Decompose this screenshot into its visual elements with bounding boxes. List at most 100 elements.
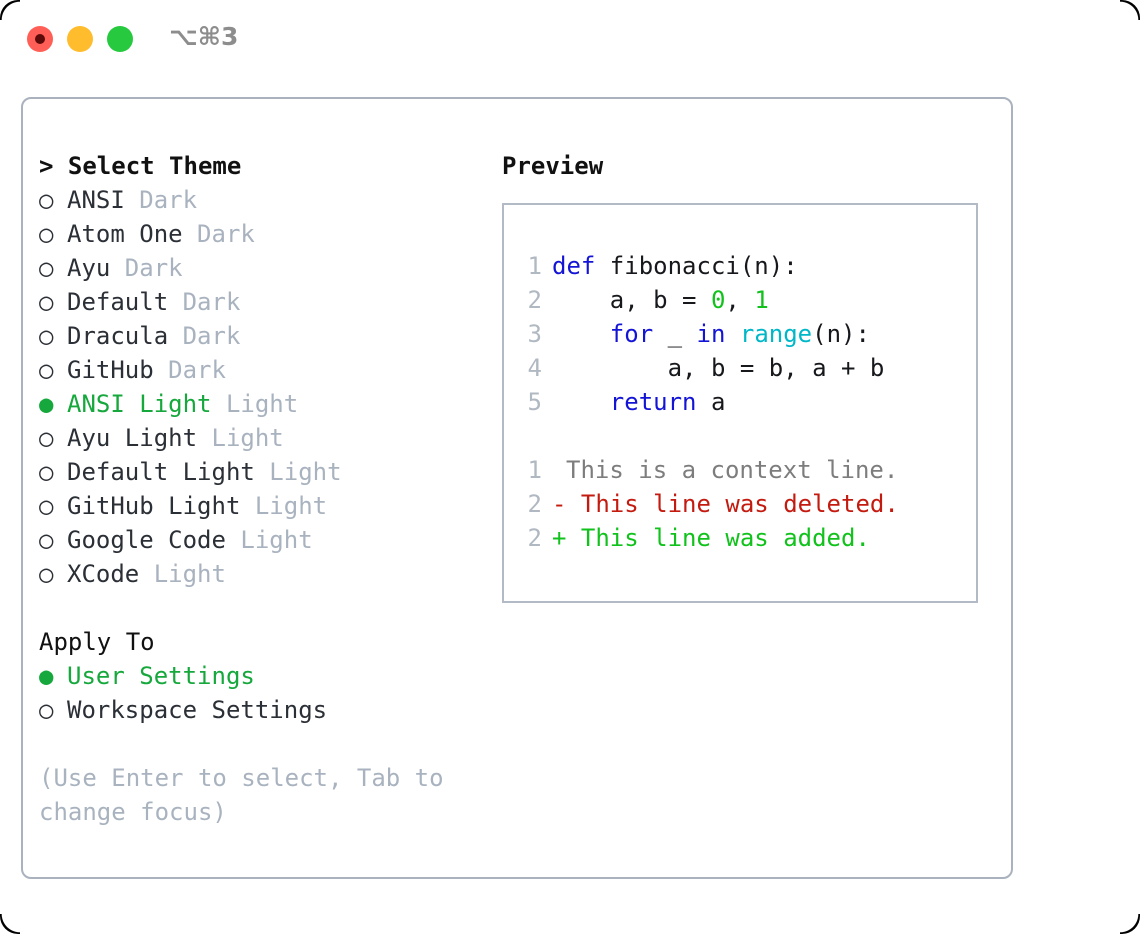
theme-item-label: ANSI Light <box>67 390 212 418</box>
code-token: (n): <box>812 320 870 348</box>
line-number: 1 <box>527 456 542 484</box>
radio-unselected-icon: ○ <box>39 560 54 588</box>
line-number: 4 <box>527 354 542 382</box>
code-token: _ <box>653 320 697 348</box>
theme-item-variant: Dark <box>124 186 198 214</box>
code-line: 5 return a <box>512 385 899 419</box>
code-line <box>512 419 899 453</box>
code-token: This line was deleted. <box>580 490 899 518</box>
preview-title: Preview <box>502 152 604 180</box>
theme-item-variant: Light <box>240 492 328 520</box>
radio-unselected-icon: ○ <box>39 492 54 520</box>
apply-to-item-label: Workspace Settings <box>67 696 328 724</box>
keyboard-shortcut-label: ⌥⌘3 <box>169 22 239 51</box>
theme-item[interactable]: ●ANSI Light Light <box>39 387 489 421</box>
select-theme-header: > Select Theme <box>39 152 242 180</box>
theme-item-label: Default Light <box>67 458 255 486</box>
theme-item-variant: Dark <box>168 288 241 316</box>
window-titlebar: ⌥⌘3 <box>0 0 1140 80</box>
apply-to-item-label: User Settings <box>67 662 255 690</box>
line-number: 1 <box>527 252 542 280</box>
radio-unselected-icon: ○ <box>39 254 54 282</box>
code-line: 3 for _ in range(n): <box>512 317 899 351</box>
radio-unselected-icon: ○ <box>39 186 54 214</box>
apply-to-list: ● User Settings ○ Workspace Settings <box>39 659 489 727</box>
theme-item-label: Dracula <box>67 322 169 350</box>
apply-to-section: Apply To ● User Settings ○ Workspace Settin… <box>39 625 489 727</box>
theme-item-variant: Dark <box>168 322 241 350</box>
code-token <box>552 453 566 487</box>
line-number: 2 <box>527 286 542 314</box>
code-token <box>725 320 739 348</box>
corner-mask-bottom-left <box>0 914 20 934</box>
radio-selected-icon: ● <box>39 662 54 690</box>
code-line: 1 This is a context line. <box>512 453 899 487</box>
corner-mask-bottom-right <box>1120 914 1140 934</box>
apply-to-item[interactable]: ● User Settings <box>39 659 489 693</box>
code-token: , <box>725 286 755 314</box>
theme-item[interactable]: ○ Atom One Dark <box>39 217 489 251</box>
theme-item-label: ANSI <box>67 186 125 214</box>
code-token: a, b = b, a + b <box>552 354 885 382</box>
theme-item-label: Ayu Light <box>67 424 198 452</box>
theme-item-label: Atom One <box>67 220 183 248</box>
theme-item[interactable]: ○ GitHub Light Light <box>39 489 489 523</box>
close-inner-dot <box>35 34 45 44</box>
code-token: This is a context line. <box>566 456 899 484</box>
code-token: a <box>696 388 726 416</box>
code-line: 4 a, b = b, a + b <box>512 351 899 385</box>
main-panel: > Select Theme ○ANSI Dark○Atom One Dark○… <box>21 97 1013 879</box>
code-token: 1 <box>754 286 769 314</box>
radio-unselected-icon: ○ <box>39 458 54 486</box>
theme-item[interactable]: ○ Dracula Dark <box>39 319 489 353</box>
theme-list: ○ANSI Dark○Atom One Dark○Ayu Dark○Defaul… <box>39 183 489 591</box>
window-maximize-button[interactable] <box>107 26 133 52</box>
radio-unselected-icon: ○ <box>39 356 54 384</box>
keyboard-hint-text: (Use Enter to select, Tab to change focu… <box>39 764 459 826</box>
code-token: a, b = <box>552 286 711 314</box>
theme-item[interactable]: ○Default Dark <box>39 285 489 319</box>
window-minimize-button[interactable] <box>67 26 93 52</box>
code-token: This line was added. <box>580 524 870 552</box>
window-close-button[interactable] <box>27 26 53 52</box>
code-line: 2 a, b = 0, 1 <box>512 283 899 317</box>
code-token: - <box>552 490 581 518</box>
code-token: def <box>552 252 596 280</box>
line-number: 2 <box>527 524 542 552</box>
theme-item[interactable]: ○ Default Light Light <box>39 455 489 489</box>
theme-item[interactable]: ○ Ayu Light Light <box>39 421 489 455</box>
code-line: 2- This line was deleted. <box>512 487 899 521</box>
theme-item-label: XCode <box>67 560 140 588</box>
radio-unselected-icon: ○ <box>39 696 54 724</box>
theme-item-label: GitHub Light <box>67 492 241 520</box>
radio-unselected-icon: ○ <box>39 220 54 248</box>
theme-item-label: Ayu <box>67 254 111 282</box>
theme-item[interactable]: ○ ANSI Dark <box>39 183 489 217</box>
radio-unselected-icon: ○ <box>39 424 54 452</box>
theme-item-variant: Light <box>254 458 342 486</box>
radio-unselected-icon: ○ <box>39 526 54 554</box>
code-token: range <box>739 320 813 348</box>
code-token: for <box>609 320 654 348</box>
theme-item[interactable]: ○Google Code Light <box>39 523 489 557</box>
radio-unselected-icon: ○ <box>39 322 54 350</box>
apply-to-header: Apply To <box>39 628 155 656</box>
theme-item-variant: Light <box>197 424 284 452</box>
theme-item-variant: Dark <box>182 220 255 248</box>
line-number: 2 <box>527 490 542 518</box>
code-token <box>552 320 610 348</box>
radio-selected-icon: ● <box>39 390 54 418</box>
code-token <box>552 388 610 416</box>
code-line: 2+ This line was added. <box>512 521 899 555</box>
theme-item-variant: Dark <box>153 356 226 384</box>
theme-item[interactable]: ○XCode Light <box>39 557 489 591</box>
theme-item[interactable]: ○GitHub Dark <box>39 353 489 387</box>
code-token: in <box>696 320 726 348</box>
theme-item-variant: Light <box>225 526 313 554</box>
theme-item[interactable]: ○Ayu Dark <box>39 251 489 285</box>
apply-to-item[interactable]: ○ Workspace Settings <box>39 693 489 727</box>
